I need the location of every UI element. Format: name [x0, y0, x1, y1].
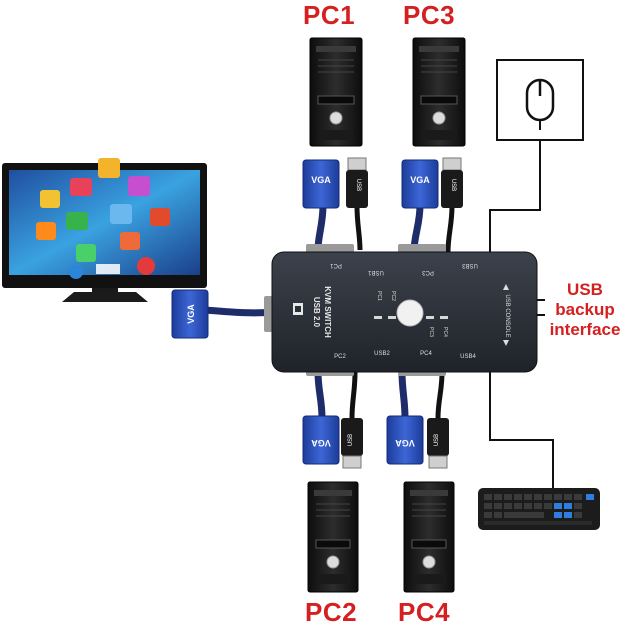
- port-label-usb3: USB3: [462, 262, 478, 268]
- brand-line2: KVM SWITCH: [323, 286, 332, 338]
- port-label-pc3: PC3: [422, 269, 434, 275]
- port-label-usb4: USB4: [460, 354, 476, 360]
- pc1-cables: VGA USB: [302, 157, 368, 251]
- pc2-usb-text: USB: [348, 434, 354, 446]
- pc1-tower-icon: [309, 37, 363, 147]
- pc4-label: PC4: [398, 597, 451, 627]
- led-pc2: [388, 316, 396, 319]
- pc3-tower-icon: [412, 37, 466, 147]
- port-label-pc4: PC4: [420, 351, 432, 357]
- mouse-icon: [496, 59, 584, 141]
- pc2-cables: VGA USB: [302, 371, 363, 469]
- monitor-icon: [2, 158, 207, 302]
- usb-backup-line2: backup: [555, 300, 615, 319]
- pc1-usb-text: USB: [355, 179, 361, 191]
- port-label-usb1: USB1: [368, 269, 384, 275]
- keyboard-icon: [478, 488, 600, 530]
- monitor-vga-text: VGA: [186, 304, 196, 324]
- pc3-usb-text: USB: [450, 179, 456, 191]
- pc2-label: PC2: [305, 597, 358, 627]
- pc3-cables: VGA USB: [401, 157, 463, 253]
- led-pc1: [374, 316, 382, 319]
- monitor-vga-cable: VGA: [171, 289, 276, 339]
- usb-console-label: USB CONSOLE: [504, 294, 510, 337]
- usb-backup-label: USB backup interface: [530, 280, 640, 340]
- pc4-usb-text: USB: [434, 434, 440, 446]
- usb-backup-line3: interface: [549, 320, 621, 339]
- brand-line1: USB 2.0: [312, 297, 321, 328]
- port-label-usb2: USB2: [374, 351, 390, 357]
- led-label-pc1: PC1: [376, 291, 382, 301]
- pc3-vga-text: VGA: [410, 175, 430, 185]
- led-pc4: [440, 316, 448, 319]
- pc4-vga-text: VGA: [395, 438, 415, 448]
- usb-backup-line1: USB: [567, 280, 603, 299]
- pc1-vga-text: VGA: [311, 175, 331, 185]
- pc1-label: PC1: [303, 0, 356, 30]
- port-label-pc1: PC1: [330, 262, 342, 268]
- led-label-pc3: PC3: [428, 327, 434, 337]
- led-label-pc2: PC2: [390, 291, 396, 301]
- switch-button: [396, 299, 424, 327]
- led-pc3: [426, 316, 434, 319]
- kvm-switch-device: USB 2.0 KVM SWITCH PC1 USB1 PC3 USB3 PC2…: [264, 244, 538, 376]
- pc2-vga-text: VGA: [311, 438, 331, 448]
- pc4-tower-icon: [403, 481, 455, 593]
- pc2-tower-icon: [307, 481, 359, 593]
- led-label-pc4: PC4: [442, 327, 448, 337]
- pc4-cables: VGA USB: [386, 371, 449, 469]
- pc3-label: PC3: [403, 0, 456, 30]
- port-label-pc2: PC2: [334, 354, 346, 360]
